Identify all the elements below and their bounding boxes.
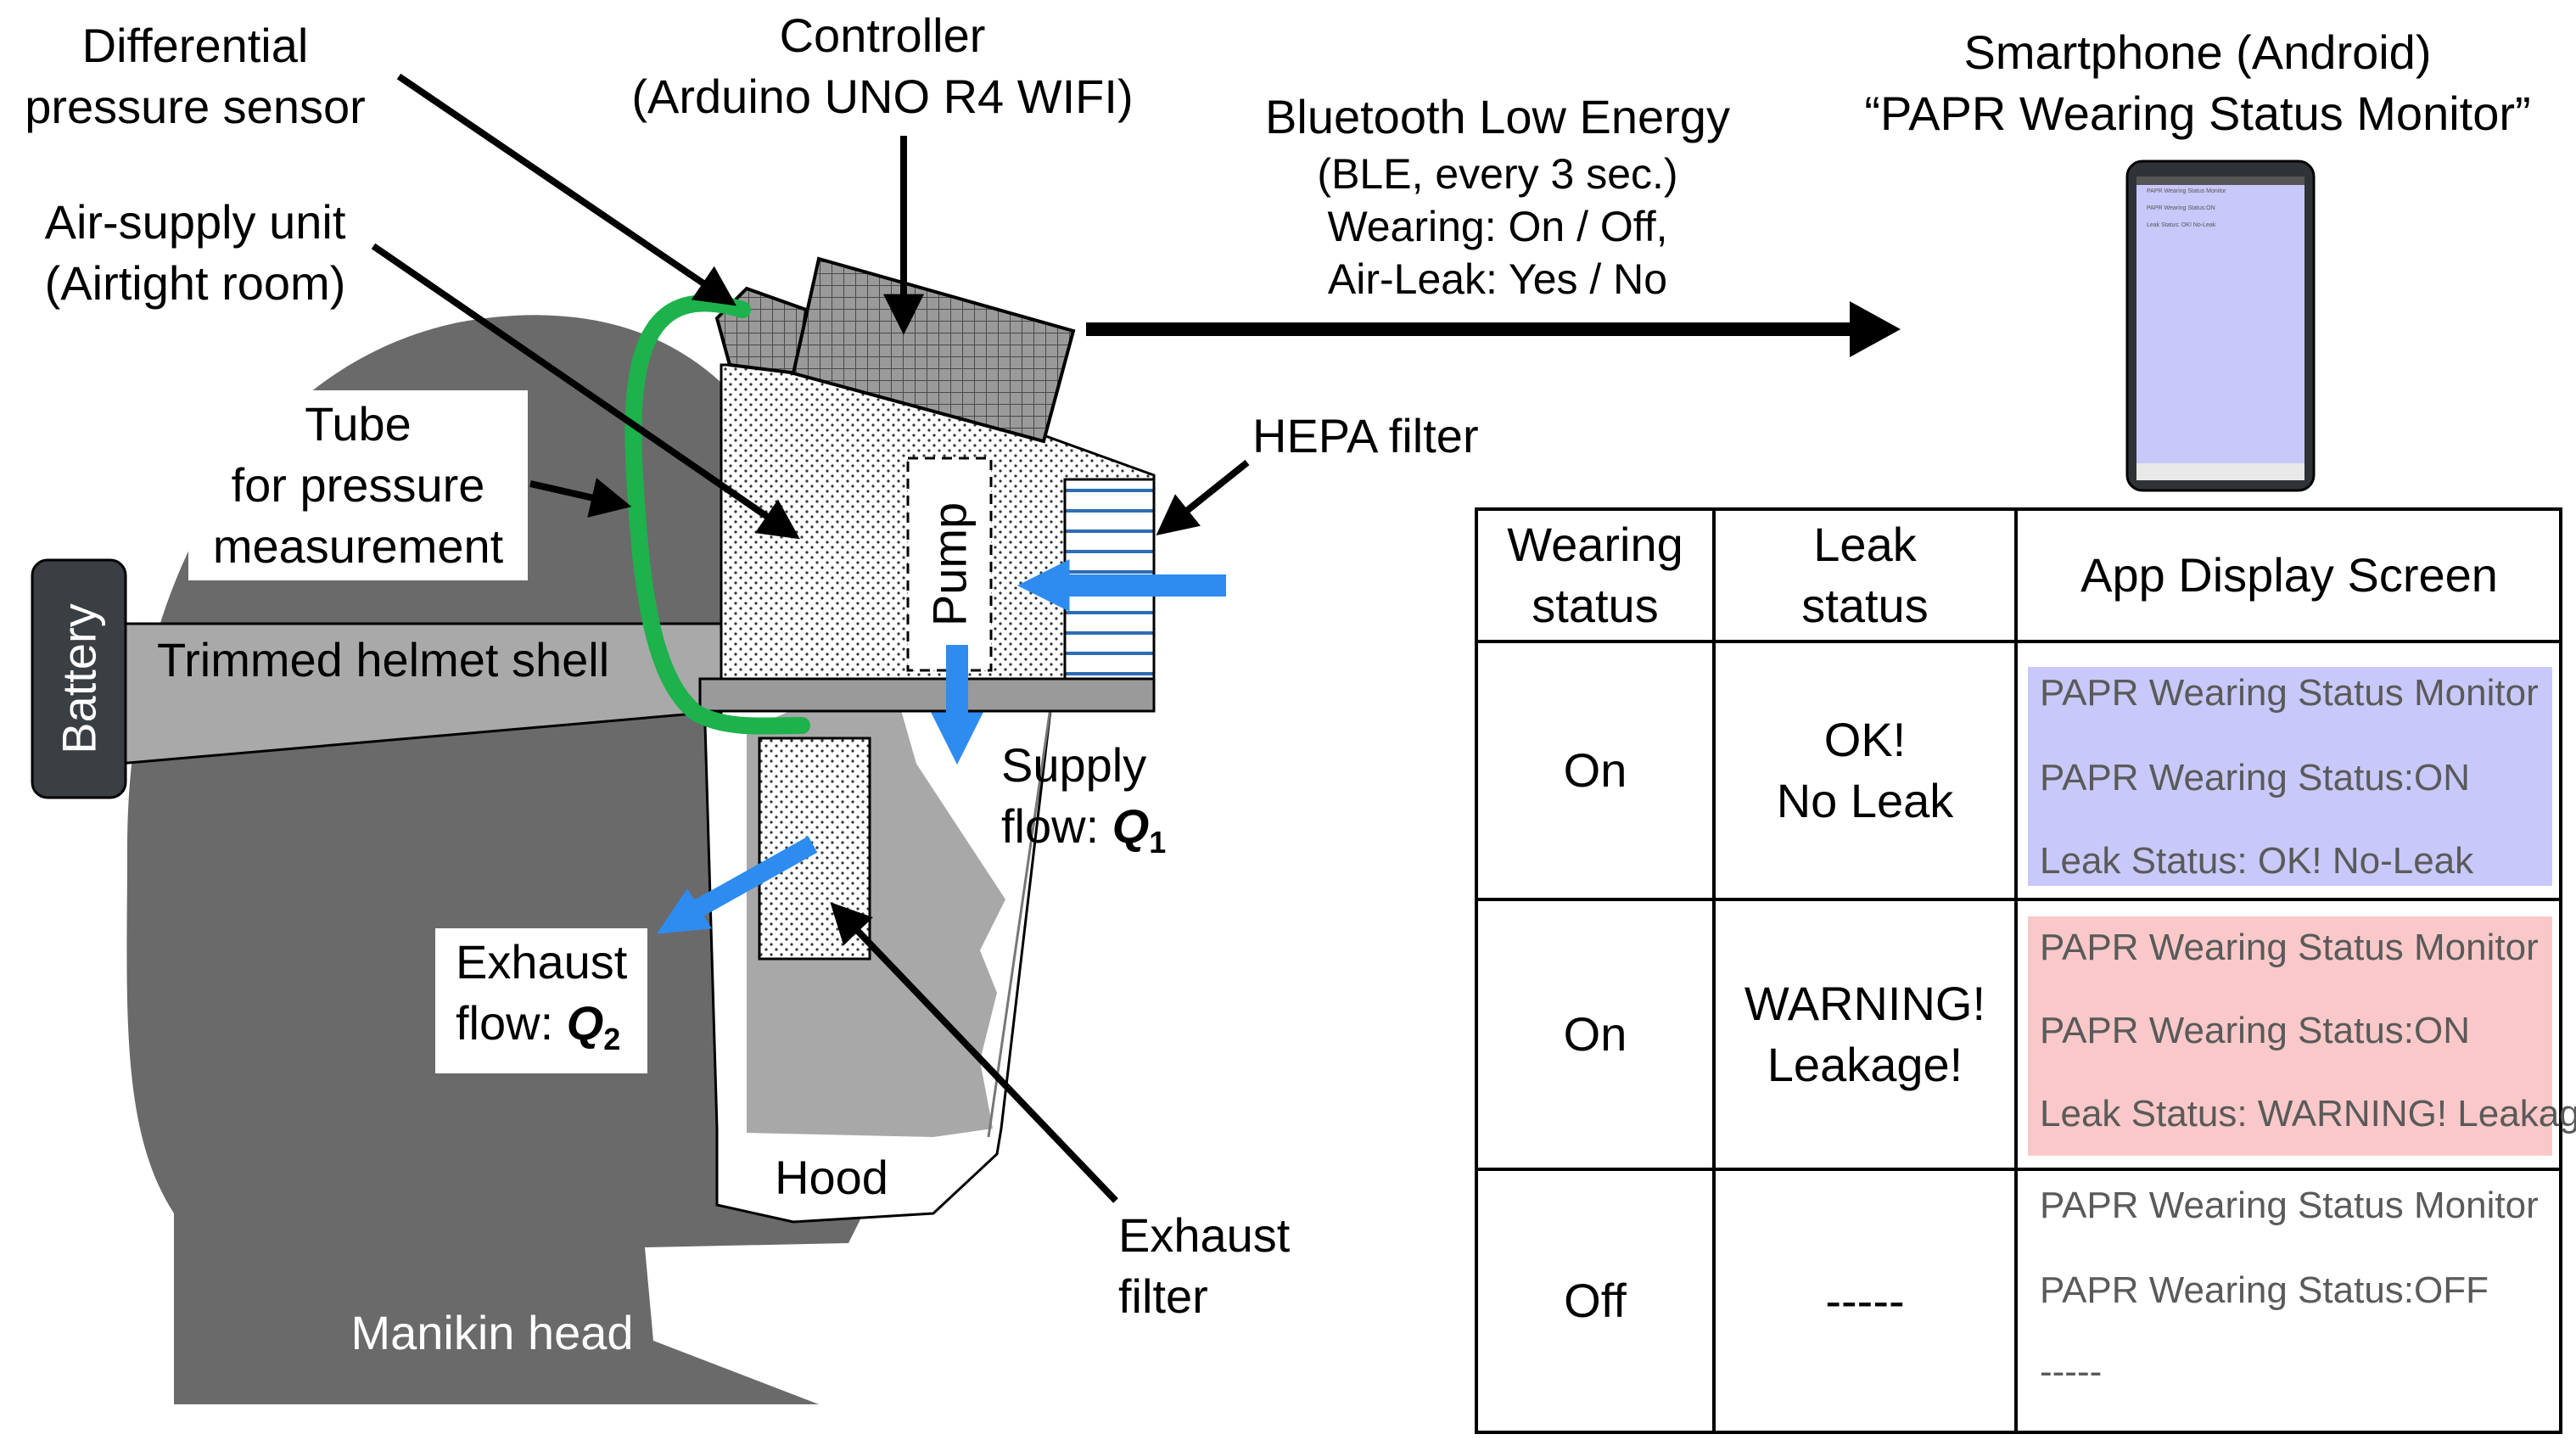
pump: [906, 457, 993, 672]
hood-label: Hood: [775, 1151, 888, 1204]
manikin-label: Manikin head: [350, 1306, 634, 1359]
differential-sensor-label: Differential pressure sensor: [25, 19, 366, 133]
supply-flow-label: Supply flow: Q1: [1001, 738, 1167, 860]
air-supply-label: Air-supply unit (Airtight room): [44, 195, 346, 310]
row1-wearing: On: [1563, 743, 1627, 797]
phone-screen-line-1: PAPR Wearing Status Monitor: [2147, 188, 2226, 194]
phone-screen: [2136, 176, 2304, 467]
battery-label: Battery: [52, 603, 106, 754]
phone-screen-line-2: PAPR Wearing Status:ON: [2147, 205, 2215, 211]
ble-label: Bluetooth Low Energy (BLE, every 3 sec.)…: [1265, 90, 1730, 303]
hood-outline: [987, 695, 1054, 1138]
leader-exhaust-filter: [830, 902, 1118, 1203]
base-plate: [698, 677, 1156, 713]
leader-air-supply: [371, 243, 800, 540]
exhaust-flow-label: Exhaust flow: Q2: [435, 928, 648, 1074]
battery: [31, 558, 127, 799]
helmet-shell-label: Trimmed helmet shell: [157, 633, 610, 686]
hepa-label: HEPA filter: [1252, 409, 1479, 462]
tube-label: Tube for pressure measurement: [188, 390, 528, 580]
controller: [791, 256, 1076, 444]
row1-app-screen: PAPR Wearing Status Monitor PAPR Wearing…: [2028, 667, 2552, 886]
flow-arrow-supply: [931, 645, 983, 765]
row2-app-screen: PAPR Wearing Status Monitor PAPR Wearing…: [2028, 916, 2576, 1156]
exhaust-filter-label: Exhaust filter: [1118, 1208, 1291, 1323]
row3-wearing: Off: [1564, 1274, 1627, 1327]
pressure-tube: [624, 294, 810, 735]
controller-label: Controller (Arduino UNO R4 WIFI): [631, 8, 1134, 123]
leader-tube: [529, 478, 632, 518]
row2-leak: WARNING!Leakage!: [1744, 977, 1986, 1091]
row3-app-screen: PAPR Wearing Status Monitor PAPR Wearing…: [2028, 1181, 2552, 1419]
flow-arrow-exhaust: [656, 836, 818, 934]
leader-hepa: [1156, 459, 1250, 535]
header-app-display: App Display Screen: [2080, 548, 2498, 602]
row2-wearing: On: [1563, 1007, 1627, 1061]
row3-leak: -----: [1825, 1274, 1905, 1327]
ble-arrow: [1086, 301, 1901, 357]
leader-sensor: [396, 73, 736, 306]
row1-leak: OK!No Leak: [1776, 713, 1954, 827]
flow-arrow-intake: [1016, 559, 1226, 612]
phone-screen-line-3: Leak Status: OK! No-Leak: [2147, 222, 2216, 228]
smartphone-label: Smartphone (Android) “PAPR Wearing Statu…: [1864, 25, 2531, 140]
pump-label: Pump: [922, 501, 977, 627]
